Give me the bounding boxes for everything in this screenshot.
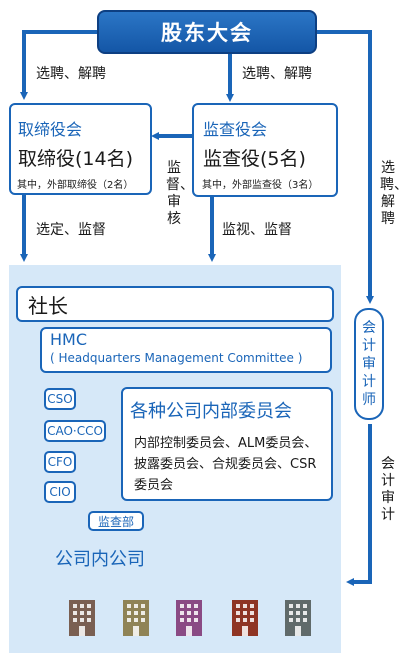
hmc-title: HMC [50, 330, 88, 349]
supervisory-board-count: 监查役(5名) [203, 148, 306, 170]
nominating-board-title: 取缔役会 [18, 120, 83, 139]
nominating-board-box [9, 103, 152, 195]
building-icon [123, 600, 149, 636]
label-select-supervise: 选定、监督 [36, 222, 106, 238]
edge-elect-left [20, 30, 97, 100]
committees-box [121, 387, 333, 501]
shareholders-meeting-label: 股东大会 [161, 21, 253, 45]
label-monitor-supervise: 监视、监督 [222, 222, 292, 238]
hmc-box [40, 327, 332, 373]
edge-accounting-audit [346, 424, 372, 586]
label-supervise-audit: 监督、审核 [166, 160, 194, 227]
officer-cfo: CFO [44, 451, 76, 473]
edge-elect-right [317, 30, 374, 304]
building-icon [176, 600, 202, 636]
officer-cio: CIO [44, 481, 76, 503]
officer-cao-cco: CAO·CCO [44, 420, 106, 442]
label-elect-left: 选聘、解聘 [36, 66, 106, 82]
president-label: 社长 [28, 293, 68, 318]
label-elect-right: 选聘、解聘 [380, 160, 401, 227]
shareholders-meeting: 股东大会 [97, 10, 317, 54]
supervisory-board-note: 其中，外部监查役（3名） [202, 180, 319, 191]
building-icon [232, 600, 258, 636]
nominating-board-note: 其中，外部取缔役（2名） [17, 180, 134, 191]
hmc-subtitle: ( Headquarters Management Committee ) [50, 351, 303, 365]
committees-title: 各种公司内部委员会 [130, 401, 292, 422]
accounting-auditor-label: 会计审计师 [362, 320, 376, 408]
audit-department: 监查部 [88, 511, 144, 531]
in-house-companies-label: 公司内公司 [55, 549, 145, 570]
supervisory-board-title: 监查役会 [203, 120, 268, 139]
building-icon [285, 600, 311, 636]
president-box: 社长 [16, 286, 334, 322]
supervisory-board-box [192, 103, 338, 197]
committees-list: 内部控制委员会、ALM委员会、披露委员会、合规委员会、CSR委员会 [134, 436, 318, 493]
accounting-auditor: 会计审计师 [354, 308, 384, 420]
label-accounting-audit: 会计审计 [381, 456, 395, 523]
building-icon [69, 600, 95, 636]
nominating-board-count: 取缔役(14名) [18, 148, 134, 170]
officer-cso: CSO [44, 388, 76, 410]
label-elect-mid: 选聘、解聘 [242, 66, 312, 82]
